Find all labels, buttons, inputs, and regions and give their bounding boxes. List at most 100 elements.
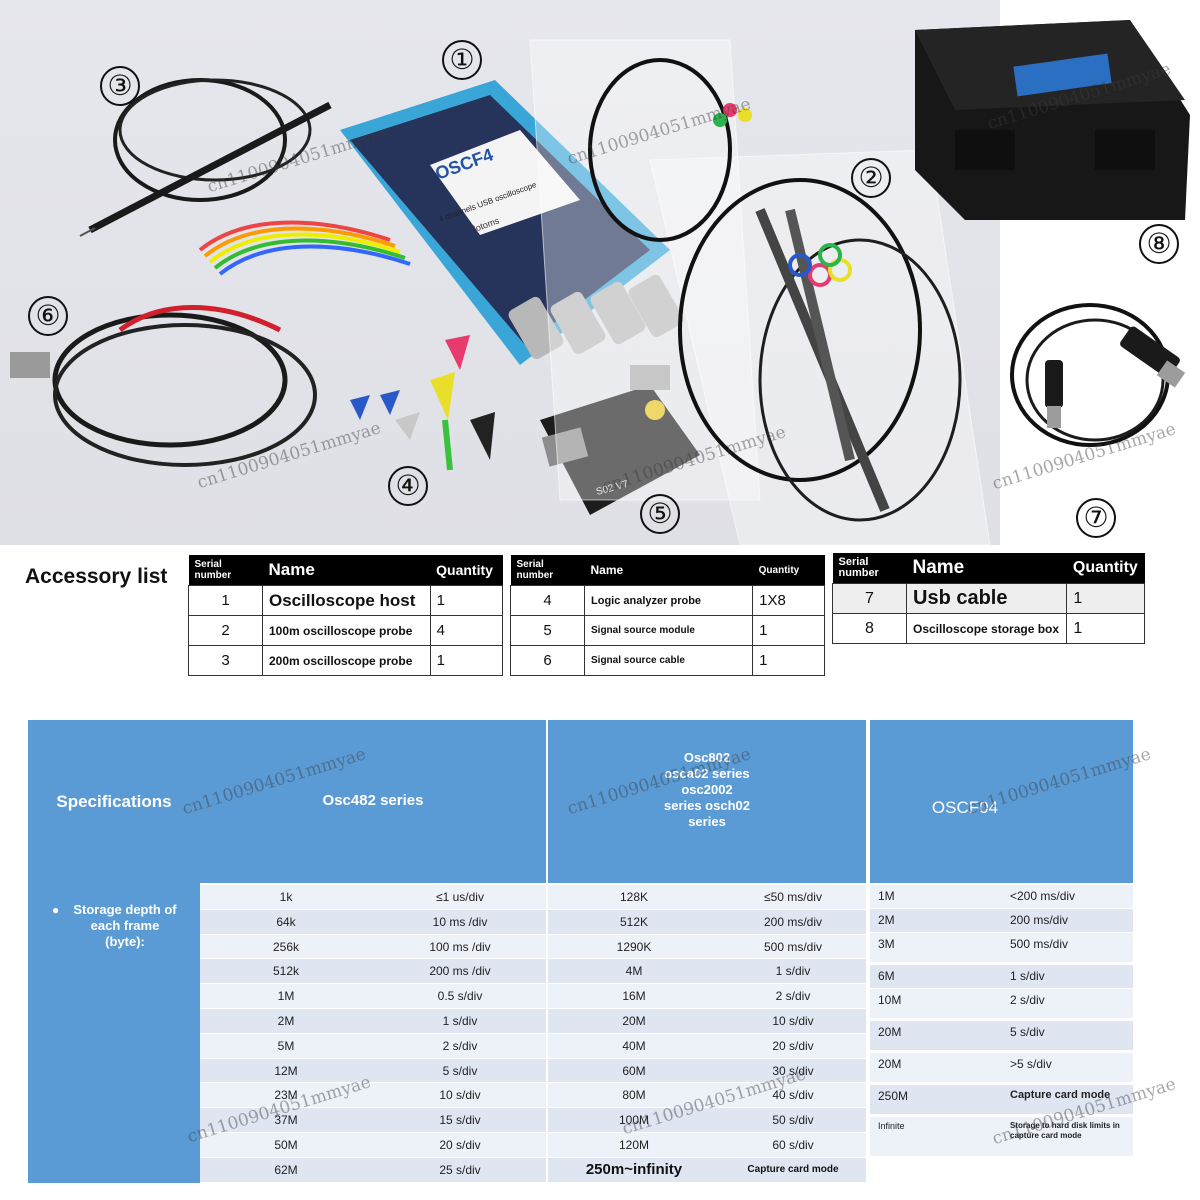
table-row bbox=[200, 909, 546, 934]
spec-cell: 256k bbox=[272, 939, 300, 954]
spec-cell: 200 ms /div bbox=[429, 964, 491, 979]
spec-cell: 12M bbox=[274, 1063, 298, 1078]
spec-cell: 10 s/div bbox=[439, 1088, 481, 1103]
spec-cell: 2M bbox=[277, 1014, 295, 1028]
name-cell: Signal source cable bbox=[583, 645, 754, 676]
callout-5: ⑤ bbox=[640, 494, 680, 534]
spec-cell: 128K bbox=[619, 890, 649, 904]
spec-cell: 2 s/div bbox=[442, 1038, 478, 1053]
spec-cell: 50M bbox=[274, 1138, 298, 1152]
spec-cell: 23M bbox=[274, 1088, 298, 1103]
signal-module bbox=[540, 365, 700, 515]
table-row bbox=[870, 1085, 1133, 1114]
header-name: Name bbox=[584, 555, 753, 586]
spec-cell: 0.5 s/div bbox=[437, 989, 483, 1004]
spec-cell: 37M bbox=[274, 1113, 298, 1128]
table-row bbox=[200, 934, 546, 959]
oscilloscope-host bbox=[340, 80, 684, 365]
spec-cell: 500 ms/div bbox=[763, 939, 823, 954]
spec-cell: >5 s/div bbox=[1010, 1057, 1052, 1071]
usb-cable bbox=[1000, 280, 1200, 470]
spec-cell: 6M bbox=[878, 969, 895, 983]
table-row bbox=[870, 933, 1133, 962]
qty-cell: 1 bbox=[429, 645, 504, 676]
spec-cell: 25 s/div bbox=[439, 1162, 481, 1177]
table-row bbox=[548, 1133, 866, 1157]
oscf04-header bbox=[870, 720, 1133, 883]
spec-cell: 200 ms/div bbox=[1010, 913, 1069, 927]
spec-cell: Infinite bbox=[878, 1121, 905, 1131]
storage-depth-label: Storage depth of each frame (byte): bbox=[73, 902, 177, 949]
spec-cell: ≤50 ms/div bbox=[764, 890, 822, 904]
spec-cell: 5 s/div bbox=[1010, 1025, 1045, 1039]
spec-cell: 20M bbox=[878, 1057, 902, 1071]
spec-cell: Capture card mode bbox=[747, 1163, 839, 1175]
callout-3: ③ bbox=[100, 66, 140, 106]
table-row bbox=[548, 934, 866, 959]
table-row bbox=[200, 1033, 546, 1058]
table-row bbox=[870, 1117, 1133, 1156]
name-cell: Logic analyzer probe bbox=[583, 585, 754, 616]
callout-7: ⑦ bbox=[1076, 498, 1116, 538]
table-row bbox=[200, 984, 546, 1008]
table-row: 6 Signal source cable 1 bbox=[510, 645, 825, 676]
spec-cell: 3M bbox=[878, 937, 895, 951]
table-row: 4 Logic analyzer probe 1X8 bbox=[510, 585, 825, 616]
spec-cell: 2M bbox=[878, 913, 895, 927]
spec-cell: 40M bbox=[622, 1038, 646, 1053]
spec-cell: <200 ms/div bbox=[1010, 889, 1076, 903]
header-serial: Serial number bbox=[188, 555, 263, 586]
header-serial: Serial number bbox=[832, 553, 907, 584]
table-row: 5 Signal source module 1 bbox=[510, 615, 825, 646]
serial-cell: 1 bbox=[188, 585, 263, 616]
callout-8: ⑧ bbox=[1139, 224, 1179, 264]
name-cell: Usb cable bbox=[905, 583, 1068, 614]
spec-cell: 1k bbox=[279, 890, 293, 904]
product-illustration: OSCF4 4 channels USB oscilloscope lotoms bbox=[10, 39, 991, 545]
qty-cell: 4 bbox=[429, 615, 504, 646]
storage-case bbox=[895, 20, 1195, 220]
spec-cell: 50 s/div bbox=[772, 1113, 814, 1128]
table-row bbox=[200, 1157, 546, 1182]
qty-cell: 1X8 bbox=[752, 585, 825, 616]
spec-cell: Capture card mode bbox=[1010, 1089, 1111, 1101]
spec-cell: 500 ms/div bbox=[1010, 937, 1069, 951]
spec-cell: 80M bbox=[622, 1088, 646, 1103]
spec-cell: 20M bbox=[622, 1014, 646, 1028]
qty-cell: 1 bbox=[752, 615, 825, 646]
probe-bags bbox=[529, 39, 991, 545]
qty-cell: 1 bbox=[1066, 583, 1145, 614]
table-row bbox=[870, 989, 1133, 1018]
table-row: 7 Usb cable 1 bbox=[832, 583, 1145, 614]
spec-cell: 20 s/div bbox=[439, 1138, 481, 1152]
table-row bbox=[870, 909, 1133, 932]
table-row bbox=[548, 984, 866, 1008]
spec-cell: 250M bbox=[878, 1089, 909, 1103]
header-quantity: Quantity bbox=[430, 555, 503, 586]
accessory-table-3: Serial number Name Quantity 7 Usb cable … bbox=[832, 553, 1145, 644]
specifications-label: Specifications bbox=[56, 792, 172, 811]
table-row bbox=[200, 1083, 546, 1108]
spec-cell: 64k bbox=[276, 914, 296, 929]
name-cell: Signal source module bbox=[583, 615, 754, 646]
table-row: 2 100m oscilloscope probe 4 bbox=[188, 615, 504, 646]
callout-1: ① bbox=[442, 40, 482, 80]
header-quantity: Quantity bbox=[752, 555, 825, 586]
header-quantity: Quantity bbox=[1066, 553, 1145, 584]
spec-cell: 100 ms /div bbox=[429, 939, 491, 954]
accessory-list-title: Accessory list bbox=[25, 565, 168, 588]
spec-cell: Storage to hard disk limits in capture c… bbox=[1010, 1121, 1120, 1140]
spec-cell: 100M bbox=[618, 1113, 650, 1128]
name-cell: 200m oscilloscope probe bbox=[262, 645, 431, 676]
spec-label-column bbox=[28, 720, 200, 1183]
spec-cell: 30 s/div bbox=[772, 1063, 814, 1078]
spec-cell: 200 ms/div bbox=[763, 914, 823, 929]
table-row bbox=[548, 1033, 866, 1058]
spec-cell: 250m~infinity bbox=[585, 1160, 683, 1178]
table-row bbox=[870, 965, 1133, 988]
spec-cell: 120M bbox=[618, 1138, 650, 1152]
spec-cell: 512k bbox=[272, 964, 300, 979]
table-row: 3 200m oscilloscope probe 1 bbox=[188, 645, 504, 676]
spec-cell: 2 s/div bbox=[775, 989, 811, 1004]
spec-cell: 2 s/div bbox=[1010, 993, 1045, 1007]
